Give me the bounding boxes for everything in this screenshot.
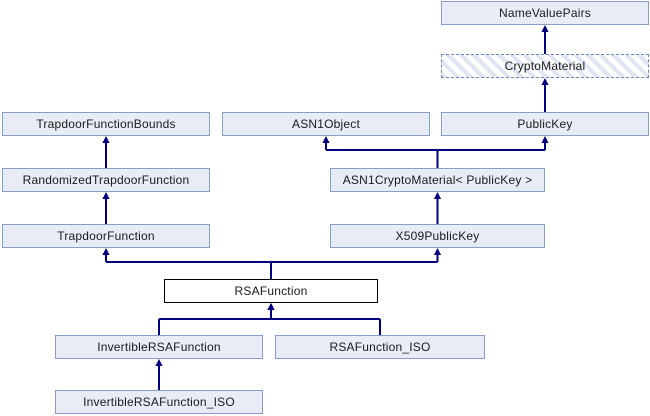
- class-node-label: RSAFunction: [234, 284, 308, 298]
- class-node-label: X509PublicKey: [395, 229, 480, 243]
- class-node-namevaluepairs[interactable]: NameValuePairs: [441, 1, 649, 25]
- class-node-rsafunction[interactable]: RSAFunction: [164, 279, 378, 303]
- class-node-cryptomaterial[interactable]: CryptoMaterial: [441, 54, 649, 78]
- class-node-label: InvertibleRSAFunction: [97, 340, 221, 354]
- class-node-trapdoorfunctionbounds[interactable]: TrapdoorFunctionBounds: [2, 112, 210, 136]
- class-node-invertiblersafunction_iso[interactable]: InvertibleRSAFunction_ISO: [55, 390, 263, 414]
- class-node-x509publickey[interactable]: X509PublicKey: [330, 224, 545, 248]
- class-node-label: RSAFunction_ISO: [329, 340, 431, 354]
- class-node-label: ASN1CryptoMaterial< PublicKey >: [342, 173, 533, 187]
- class-node-publickey[interactable]: PublicKey: [441, 112, 649, 136]
- class-node-rsafunction_iso[interactable]: RSAFunction_ISO: [275, 335, 485, 359]
- class-node-label: InvertibleRSAFunction_ISO: [83, 395, 235, 409]
- class-node-label: PublicKey: [517, 117, 573, 131]
- class-node-asn1cryptomaterial[interactable]: ASN1CryptoMaterial< PublicKey >: [330, 168, 545, 192]
- class-node-invertiblersafunction[interactable]: InvertibleRSAFunction: [55, 335, 263, 359]
- class-node-randomizedtrapdoorfunction[interactable]: RandomizedTrapdoorFunction: [2, 168, 210, 192]
- class-node-asn1object[interactable]: ASN1Object: [222, 112, 430, 136]
- class-node-label: CryptoMaterial: [504, 59, 586, 73]
- class-node-label: TrapdoorFunction: [57, 229, 155, 243]
- class-node-label: NameValuePairs: [499, 6, 591, 20]
- class-node-label: RandomizedTrapdoorFunction: [22, 173, 190, 187]
- class-node-trapdoorfunction[interactable]: TrapdoorFunction: [2, 224, 210, 248]
- class-node-label: TrapdoorFunctionBounds: [36, 117, 176, 131]
- class-node-label: ASN1Object: [291, 117, 361, 131]
